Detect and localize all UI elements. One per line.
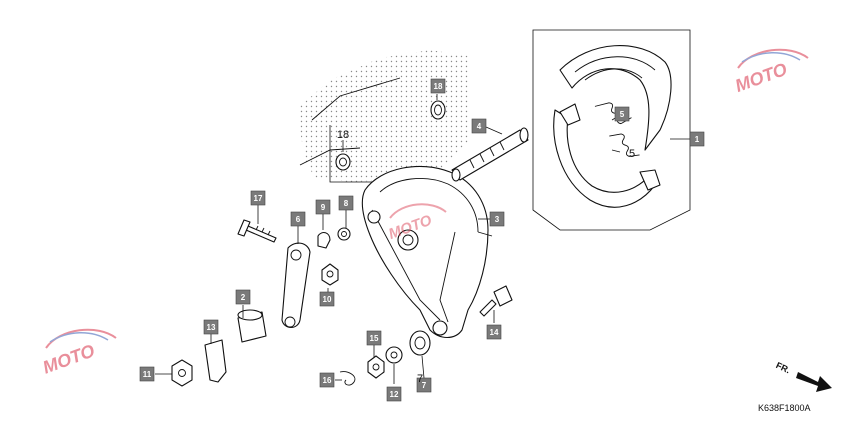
callout-5-upper[interactable]: 5 bbox=[614, 106, 630, 122]
svg-text:10: 10 bbox=[323, 295, 332, 304]
svg-text:8: 8 bbox=[344, 199, 349, 208]
label-5-plain: 5 bbox=[629, 148, 635, 160]
stopper-bolt bbox=[479, 285, 513, 317]
svg-text:18: 18 bbox=[434, 82, 443, 91]
callout-2[interactable]: 2 bbox=[235, 289, 251, 305]
callout-4[interactable]: 4 bbox=[471, 118, 487, 134]
plain-washer bbox=[385, 346, 403, 364]
joint-collar bbox=[237, 309, 267, 343]
brake-cam bbox=[451, 127, 529, 182]
brake-shoe-upper bbox=[559, 45, 672, 151]
svg-text:1: 1 bbox=[695, 135, 700, 144]
svg-text:14: 14 bbox=[490, 328, 499, 337]
callout-6[interactable]: 6 bbox=[290, 211, 306, 227]
callout-7[interactable]: 7 bbox=[416, 377, 432, 393]
callout-11[interactable]: 11 bbox=[139, 366, 155, 382]
svg-text:7: 7 bbox=[422, 381, 427, 390]
svg-text:12: 12 bbox=[390, 390, 399, 399]
svg-text:9: 9 bbox=[321, 203, 326, 212]
svg-text:11: 11 bbox=[143, 370, 152, 379]
svg-text:2: 2 bbox=[241, 293, 246, 302]
callout-18-top[interactable]: 18 bbox=[430, 78, 446, 94]
dotted-body-panel bbox=[298, 50, 470, 182]
front-direction-indicator: FR. bbox=[774, 360, 832, 392]
svg-text:5: 5 bbox=[620, 110, 625, 119]
shoe-set-box bbox=[532, 29, 691, 231]
cotter-pin bbox=[339, 371, 356, 386]
callout-15[interactable]: 15 bbox=[366, 330, 382, 346]
oil-seal bbox=[409, 330, 431, 356]
watermark-logo-left: MOTO bbox=[40, 328, 117, 378]
svg-text:FR.: FR. bbox=[774, 360, 791, 375]
svg-text:13: 13 bbox=[207, 323, 216, 332]
diagram-code: K638F1800A bbox=[758, 403, 811, 413]
label-7-plain: 7 bbox=[417, 373, 423, 385]
leader-lines bbox=[155, 94, 690, 384]
callout-9[interactable]: 9 bbox=[315, 199, 331, 215]
svg-text:4: 4 bbox=[477, 122, 482, 131]
callout-16[interactable]: 16 bbox=[319, 372, 335, 388]
dust-seal-upper bbox=[430, 100, 446, 120]
shoe-spring-b bbox=[609, 133, 640, 157]
dust-seal-lower bbox=[335, 153, 351, 171]
brake-shoe-lower bbox=[553, 103, 661, 208]
callout-17[interactable]: 17 bbox=[250, 190, 266, 206]
watermark-logo-top-right: MOTO bbox=[732, 48, 809, 96]
brake-arm bbox=[281, 242, 311, 329]
brake-panel bbox=[361, 165, 493, 339]
arm-nut bbox=[321, 263, 339, 286]
callout-1[interactable]: 1 bbox=[689, 131, 705, 147]
callout-13[interactable]: 13 bbox=[203, 319, 219, 335]
adjusting-joint bbox=[204, 339, 227, 383]
svg-text:16: 16 bbox=[323, 376, 332, 385]
svg-text:6: 6 bbox=[296, 215, 301, 224]
callout-14[interactable]: 14 bbox=[486, 324, 502, 340]
svg-text:17: 17 bbox=[254, 194, 263, 203]
callout-12[interactable]: 12 bbox=[386, 386, 402, 402]
callout-3[interactable]: 3 bbox=[489, 211, 505, 227]
arrow-icon bbox=[796, 372, 832, 392]
svg-text:15: 15 bbox=[370, 334, 379, 343]
callout-8[interactable]: 8 bbox=[338, 195, 354, 211]
axle-nut bbox=[367, 355, 385, 379]
label-18-plain: 18 bbox=[337, 129, 349, 141]
adjusting-nut bbox=[171, 359, 193, 387]
callout-10[interactable]: 10 bbox=[319, 291, 335, 307]
wear-indicator bbox=[317, 231, 331, 249]
felt-washer bbox=[337, 227, 351, 241]
arm-bolt bbox=[237, 219, 277, 243]
svg-text:3: 3 bbox=[495, 215, 500, 224]
